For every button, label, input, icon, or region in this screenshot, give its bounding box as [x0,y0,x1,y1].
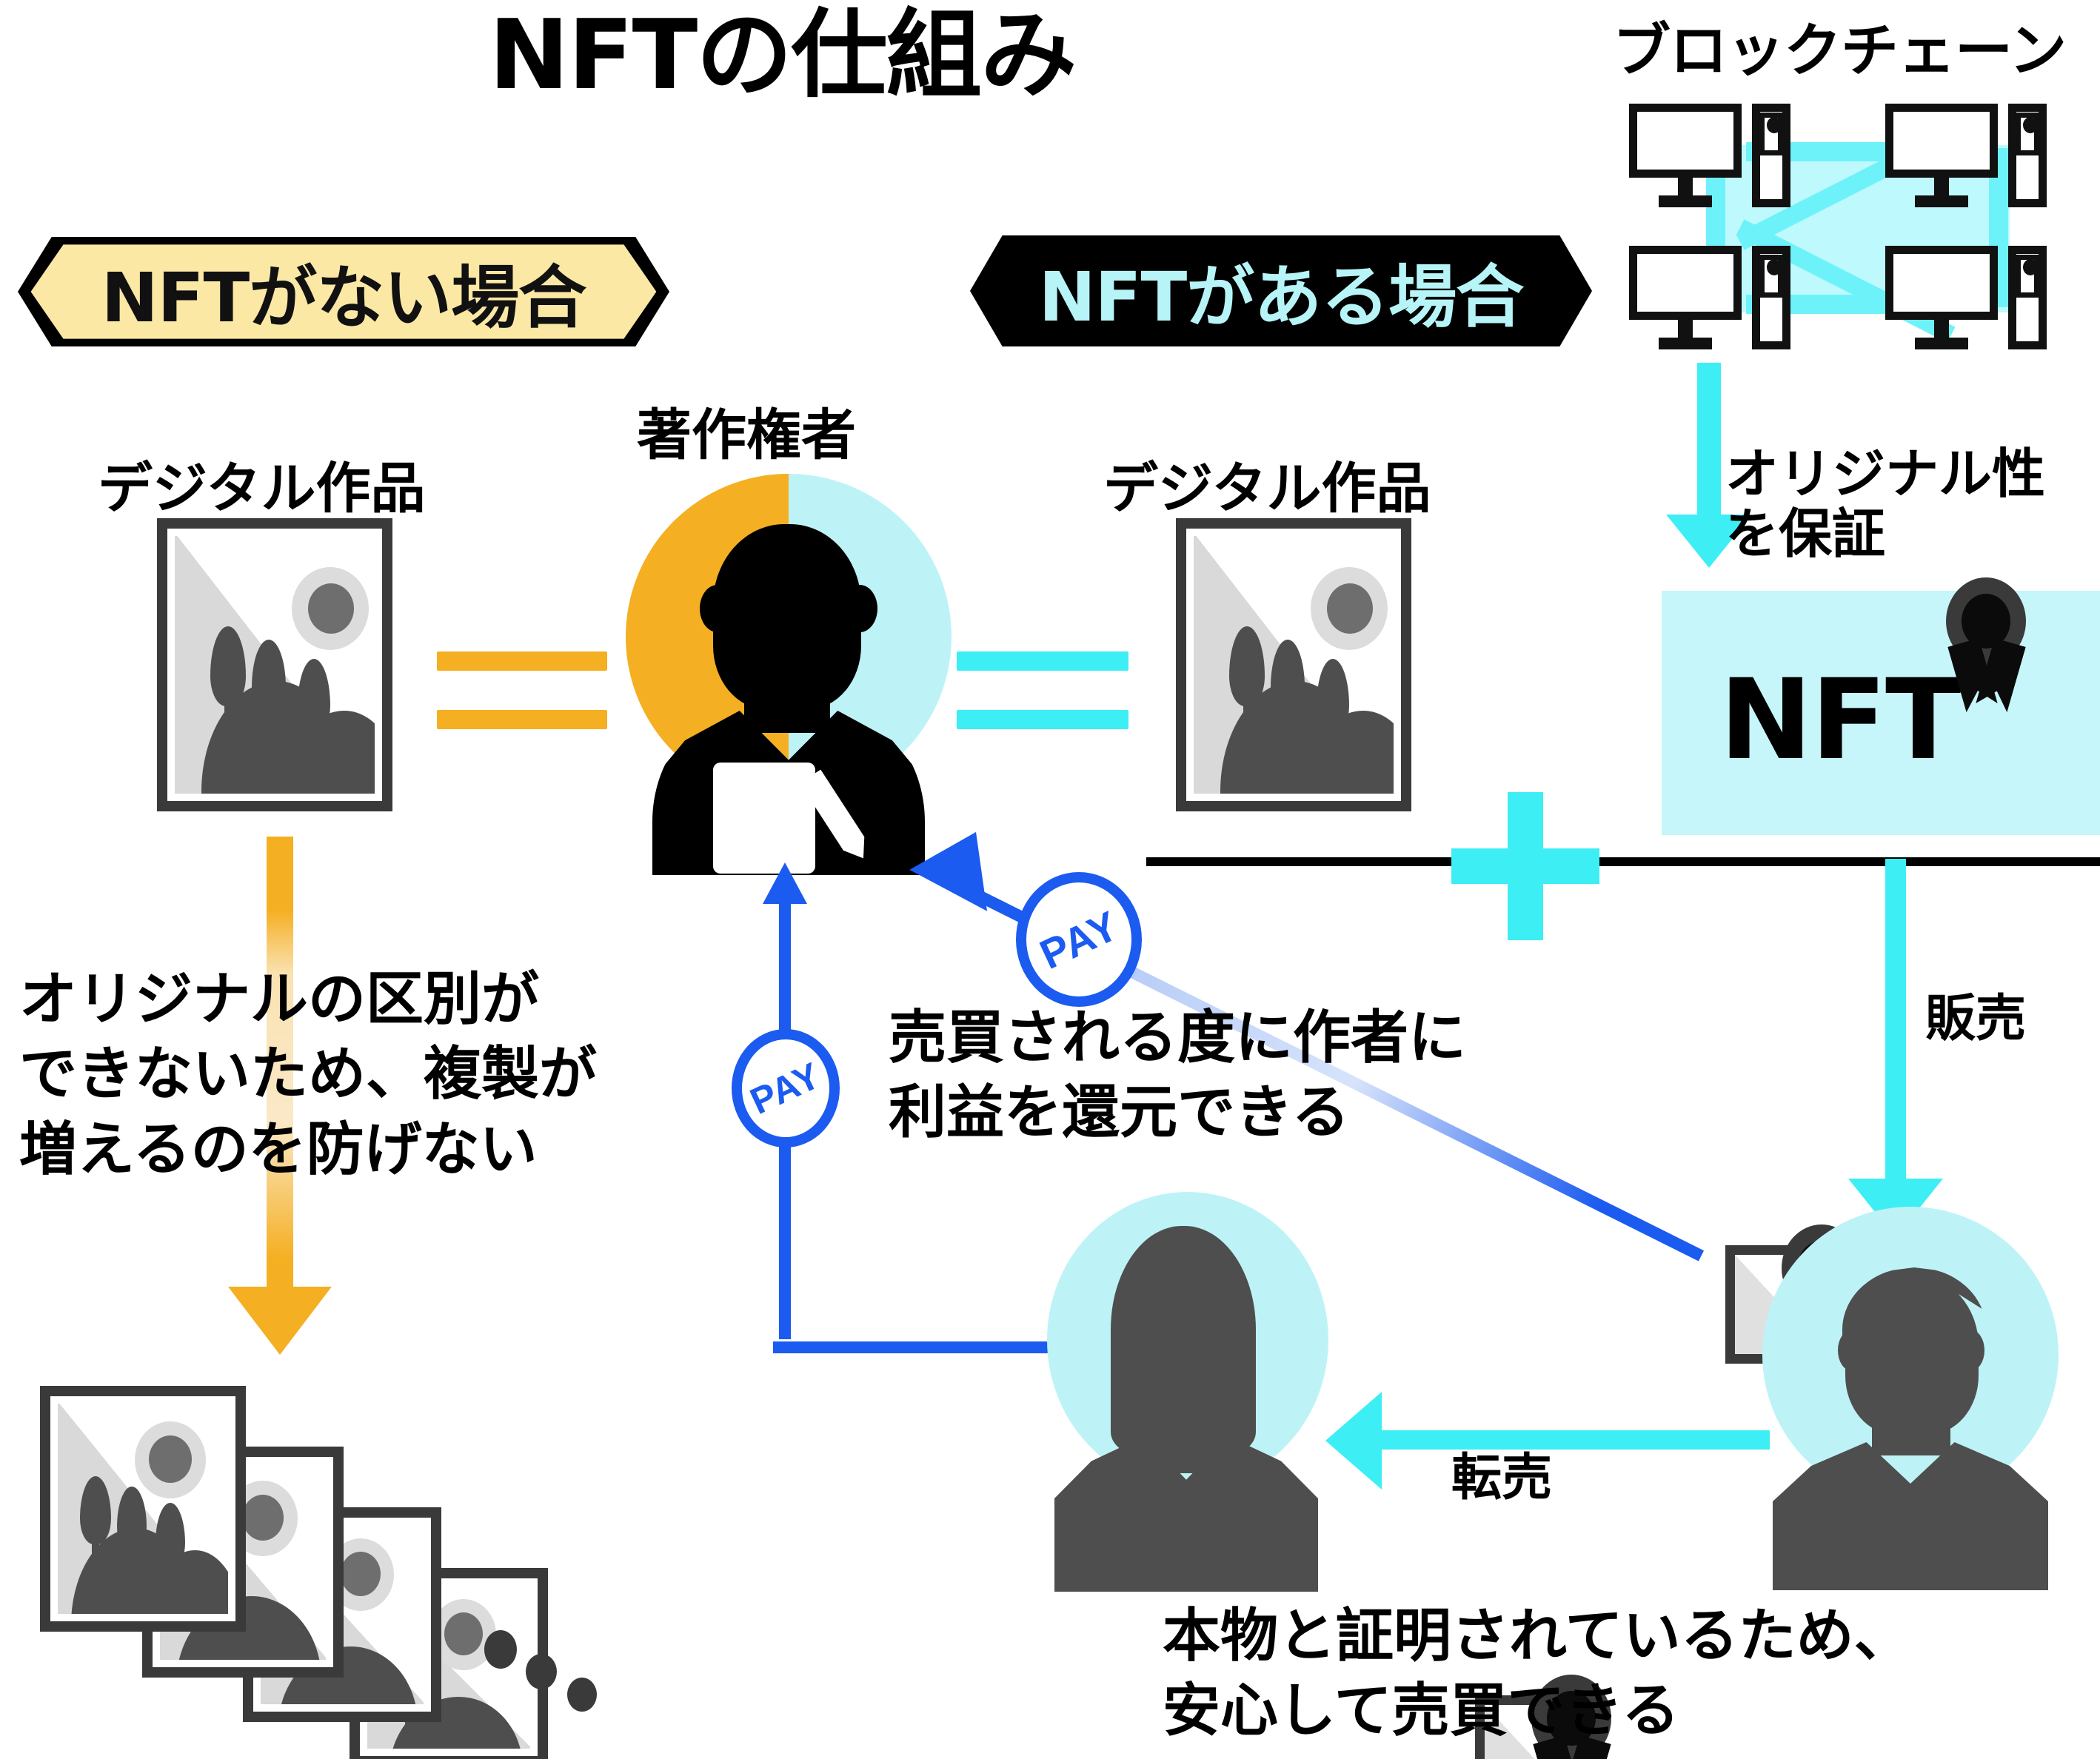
arrow-head [763,862,807,904]
guarantee-label: オリジナル性 を保証 [1725,444,2045,563]
guarantee-arrow-down [1666,363,1755,585]
equals-left [437,651,607,729]
digital-artwork-original-left [157,518,392,811]
paragraph-line: 安心して売買できる [1163,1678,1680,1745]
nft-certificate-resale [1475,1675,1645,1759]
arrow-head [1325,1392,1382,1490]
artwork-tree-1 [210,626,246,740]
section-divider [1146,857,2100,866]
pay-chip-label: PAY [743,1054,828,1122]
banner-no-nft-label: NFTがない場合 [101,258,587,338]
plus-bar-vertical [1508,792,1543,940]
pay-chip-vertical: PAY [732,1029,840,1147]
blockchain-label: ブロックチェーン [1613,18,2067,84]
arrow-shaft [267,837,293,1296]
equals-bar-bottom [957,710,1128,729]
artwork-tree-2 [1271,640,1305,751]
copyright-holder-label: 著作権者 [637,403,856,467]
blockchain-network-diagram [1629,104,2088,355]
buyer-female-figure [1037,1192,1355,1592]
artwork-tree-1 [1229,626,1265,740]
badge-center [1547,1691,1596,1746]
banner-no-nft: NFTがない場合 [18,237,669,346]
artwork-sun [1327,583,1373,634]
owner-head [713,524,861,709]
arrow-head [905,831,988,922]
copyright-holder-figure [626,474,952,875]
nft-certificate-badge [1946,577,2100,748]
equals-right [957,651,1128,729]
nft-box: NFT [1662,591,2100,835]
blockchain-node-2 [1885,104,2063,215]
buyer-male-figure [1748,1207,2073,1592]
blockchain-node-3 [1629,246,1807,357]
artwork-sun [308,583,354,634]
paragraph-line: オリジナルの区別が [19,966,540,1033]
digital-work-left-label: デジタル作品 [98,457,426,520]
ellipsis-dot [526,1654,557,1689]
paragraph-no-nft: オリジナルの区別が できないため、複製が 増えるのを防げない [19,962,597,1187]
ellipsis-dot [484,1630,517,1669]
arrow-head [1666,515,1752,568]
paragraph-line: できないため、複製が [19,1041,598,1108]
artwork-copy-1 [40,1386,246,1632]
paragraph-line: 増えるのを防げない [19,1116,538,1183]
arrow-shaft [1377,1430,1770,1450]
royalty-rail-bottom [773,1341,1069,1353]
pay-chip-label: PAY [1032,901,1126,978]
artwork-copies-stack [30,1370,597,1759]
digital-work-right-label: デジタル作品 [1103,457,1431,520]
owner-tablet [713,763,815,874]
digital-artwork-original-right [1176,518,1411,811]
badge-center [1962,594,2010,649]
banner-with-nft-label: NFTがある場合 [1038,257,1525,337]
guarantee-line-1: オリジナル性 [1725,443,2046,505]
banner-with-nft: NFTがある場合 [970,235,1592,346]
buyer-male-body [1773,1442,2048,1590]
blockchain-node-4 [1885,246,2063,357]
sale-label: 販売 [1925,990,2027,1048]
sale-arrow-down [1844,859,1947,1244]
artwork-tree-2 [252,640,286,751]
paragraph-line: 本物と証明されているため、 [1163,1603,1912,1669]
arrow-shaft [1697,363,1721,522]
guarantee-line-2: を保証 [1725,502,1886,565]
resale-arrow-left [1325,1392,1770,1495]
paragraph-line: 利益を還元できる [889,1079,1350,1147]
paragraph-line: 売買される度に作者に [889,1005,1467,1071]
pay-chip-diagonal: PAY [1016,872,1142,1007]
arrow-shaft [1885,859,1906,1185]
artwork-tree-3 [298,659,330,773]
equals-bar-bottom [437,710,607,729]
artwork-tree-3 [1317,659,1349,773]
paragraph-royalty: 売買される度に作者に 利益を還元できる [889,1001,1466,1151]
ellipsis-dot [567,1678,597,1712]
equals-bar-top [437,651,607,671]
plus-operator [1451,792,1599,940]
resale-label: 転売 [1451,1449,1553,1507]
arrow-head [228,1287,332,1355]
paragraph-trust: 本物と証明されているため、 安心して売買できる [1163,1599,1912,1749]
page-title: NFTの仕組み [489,0,1077,111]
copy-proliferation-arrow [222,837,341,1370]
blockchain-node-1 [1629,104,1807,215]
nft-box-label: NFT [1719,656,1961,785]
equals-bar-top [957,651,1128,671]
